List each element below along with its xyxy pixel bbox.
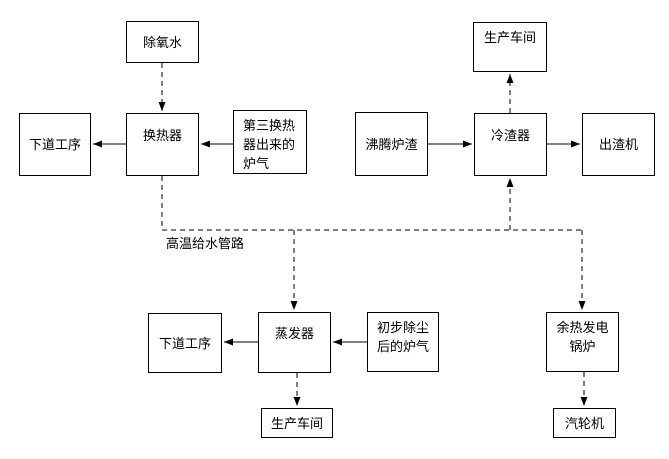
node-label: 余热发电 锅炉 bbox=[556, 320, 609, 354]
node-label: 沸腾炉渣 bbox=[365, 136, 418, 152]
node-label: 汽轮机 bbox=[564, 415, 604, 431]
node-label: 下道工序 bbox=[158, 335, 211, 351]
node-label: 换热器 bbox=[142, 128, 182, 143]
node-production-workshop-bottom: 生产车间 bbox=[261, 408, 333, 438]
node-evaporator: 蒸发器 bbox=[258, 312, 331, 373]
node-next-process-bottom: 下道工序 bbox=[148, 313, 222, 373]
node-label: 除氧水 bbox=[142, 34, 182, 50]
node-boiling-furnace-slag: 沸腾炉渣 bbox=[355, 112, 428, 176]
pipeline-label: 高温给水管路 bbox=[166, 236, 245, 251]
edge-heat-exchanger-to-feedwater-pipeline bbox=[161, 176, 582, 231]
node-steam-turbine: 汽轮机 bbox=[553, 408, 616, 438]
node-next-process-top: 下道工序 bbox=[19, 113, 91, 176]
node-production-workshop-top: 生产车间 bbox=[473, 22, 547, 72]
node-deoxygenated-water: 除氧水 bbox=[126, 21, 199, 63]
node-waste-heat-boiler: 余热发电 锅炉 bbox=[546, 312, 619, 372]
node-label: 生产车间 bbox=[483, 30, 536, 45]
node-label: 下道工序 bbox=[28, 137, 81, 152]
node-label: 冷渣器 bbox=[490, 128, 530, 143]
node-label: 生产车间 bbox=[270, 415, 323, 431]
node-third-exchanger-gas: 第三换热 器出来的 炉气 bbox=[233, 110, 307, 174]
node-label: 初步除尘 后的炉气 bbox=[377, 320, 430, 354]
node-preliminary-dedusted-gas: 初步除尘 后的炉气 bbox=[367, 312, 439, 372]
node-slag-cooler: 冷渣器 bbox=[474, 113, 547, 176]
node-label: 第三换热 器出来的 炉气 bbox=[243, 118, 296, 171]
node-heat-exchanger: 换热器 bbox=[126, 113, 199, 176]
node-label: 蒸发器 bbox=[274, 326, 314, 341]
node-slag-discharger: 出渣机 bbox=[582, 113, 655, 176]
node-label: 出渣机 bbox=[598, 137, 638, 152]
